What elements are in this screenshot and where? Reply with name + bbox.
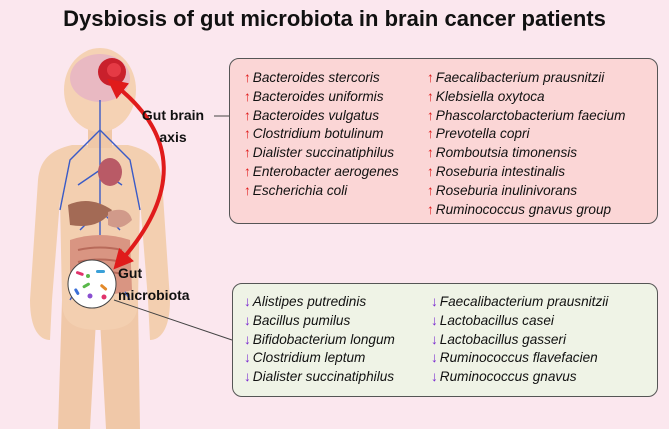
increased-taxon-item: ↑Clostridium botulinum	[244, 125, 399, 144]
up-arrow-icon: ↑	[244, 126, 251, 142]
brain-icon	[70, 54, 130, 102]
decreased-taxon-item: ↓Bacillus pumilus	[244, 312, 395, 331]
decreased-taxon-name: Alistipes putredinis	[252, 294, 367, 309]
increased-taxon-name: Dialister succinatiphilus	[252, 145, 395, 161]
increased-taxon-item: ↑Romboutsia timonensis	[427, 144, 625, 163]
decreased-taxon-name: Lactobacillus gasseri	[439, 331, 566, 347]
increased-taxon-name: Klebsiella oxytoca	[435, 88, 545, 104]
decreased-taxon-name: Bacillus pumilus	[252, 312, 351, 328]
increased-taxa-box: ↑Bacteroides stercoris↑Bacteroides unifo…	[229, 58, 658, 224]
decreased-taxon-name: Ruminococcus flavefacien	[439, 350, 598, 366]
increased-taxon-item: ↑Dialister succinatiphilus	[244, 144, 399, 163]
up-arrow-icon: ↑	[427, 145, 434, 161]
up-arrow-icon: ↑	[427, 201, 434, 217]
increased-taxon-item: ↑Roseburia intestinalis	[427, 163, 625, 182]
up-arrow-icon: ↑	[427, 182, 434, 198]
up-arrow-icon: ↑	[427, 163, 434, 179]
up-arrow-icon: ↑	[427, 88, 434, 104]
down-arrow-icon: ↓	[244, 294, 251, 309]
decreased-taxon-item: ↓Lactobacillus casei	[431, 312, 608, 331]
decreased-taxon-item: ↓Ruminococcus flavefacien	[431, 349, 608, 368]
up-arrow-icon: ↑	[427, 126, 434, 142]
increased-taxon-item: ↑Prevotella copri	[427, 125, 625, 144]
increased-taxon-item: ↑Escherichia coli	[244, 182, 399, 201]
down-arrow-icon: ↓	[431, 369, 438, 385]
increased-taxon-name: Romboutsia timonensis	[435, 145, 578, 161]
increased-taxa-right-column: ↑Faecalibacterium prausnitzii↑Klebsiella…	[427, 69, 625, 219]
increased-taxon-item: ↑Klebsiella oxytoca	[427, 88, 625, 107]
decreased-taxon-item: ↓Ruminococcus gnavus	[431, 368, 608, 387]
up-arrow-icon: ↑	[244, 88, 251, 104]
increased-taxon-name: Prevotella copri	[435, 126, 530, 142]
increased-taxon-item: ↑Faecalibacterium prausnitzii	[427, 69, 625, 88]
gut-microbiota-label: Gut microbiota	[118, 265, 190, 303]
decreased-taxa-right-column: ↓Faecalibacterium prausnitzii↓Lactobacil…	[431, 293, 608, 387]
increased-taxon-name: Clostridium botulinum	[252, 126, 384, 142]
decreased-taxa-left-column: ↓Alistipes putredinis↓Bacillus pumilus↓B…	[244, 293, 395, 387]
decreased-taxon-name: Bifidobacterium longum	[252, 331, 395, 347]
up-arrow-icon: ↑	[244, 182, 251, 198]
down-arrow-icon: ↓	[431, 312, 438, 328]
decreased-taxon-item: ↓Dialister succinatiphilus	[244, 368, 395, 387]
decreased-taxon-name: Clostridium leptum	[252, 350, 366, 366]
increased-taxa-left-column: ↑Bacteroides stercoris↑Bacteroides unifo…	[244, 69, 399, 201]
up-arrow-icon: ↑	[427, 70, 434, 85]
down-arrow-icon: ↓	[431, 350, 438, 366]
decreased-taxon-item: ↓Lactobacillus gasseri	[431, 331, 608, 350]
increased-taxon-name: Roseburia inulinivorans	[435, 182, 578, 198]
up-arrow-icon: ↑	[244, 70, 251, 85]
increased-taxon-item: ↑Phascolarctobacterium faecium	[427, 107, 625, 126]
increased-taxon-name: Bacteroides vulgatus	[252, 107, 379, 123]
increased-taxon-name: Bacteroides uniformis	[252, 88, 384, 104]
page-title: Dysbiosis of gut microbiota in brain can…	[63, 6, 606, 31]
decreased-taxon-item: ↓Faecalibacterium prausnitzii	[431, 293, 608, 312]
up-arrow-icon: ↑	[244, 107, 251, 123]
down-arrow-icon: ↓	[244, 350, 251, 366]
increased-taxon-item: ↑Bacteroides vulgatus	[244, 107, 399, 126]
decreased-taxon-item: ↓Bifidobacterium longum	[244, 331, 395, 350]
decreased-taxon-name: Faecalibacterium prausnitzii	[439, 294, 609, 309]
increased-taxon-name: Roseburia intestinalis	[435, 163, 566, 179]
increased-taxon-item: ↑Enterobacter aerogenes	[244, 163, 399, 182]
increased-taxon-name: Faecalibacterium prausnitzii	[435, 70, 605, 85]
increased-taxon-name: Bacteroides stercoris	[252, 70, 380, 85]
decreased-taxon-name: Lactobacillus casei	[439, 312, 554, 328]
decreased-taxon-item: ↓Clostridium leptum	[244, 349, 395, 368]
increased-taxon-name: Enterobacter aerogenes	[252, 163, 399, 179]
decreased-taxon-name: Dialister succinatiphilus	[252, 369, 395, 385]
increased-taxon-name: Phascolarctobacterium faecium	[435, 107, 626, 123]
gut-brain-axis-label: Gut brain axis	[141, 107, 205, 145]
up-arrow-icon: ↑	[244, 163, 251, 179]
increased-taxon-name: Escherichia coli	[252, 182, 348, 198]
decreased-taxon-name: Ruminococcus gnavus	[439, 369, 577, 385]
increased-taxon-item: ↑Roseburia inulinivorans	[427, 182, 625, 201]
decreased-pointer-line	[113, 299, 233, 341]
increased-taxon-name: Ruminococcus gnavus group	[435, 201, 612, 217]
up-arrow-icon: ↑	[244, 145, 251, 161]
down-arrow-icon: ↓	[244, 331, 251, 347]
up-arrow-icon: ↑	[427, 107, 434, 123]
increased-taxon-item: ↑Bacteroides uniformis	[244, 88, 399, 107]
gut-brain-axis-arrow	[107, 78, 166, 270]
increased-taxon-item: ↑Bacteroides stercoris	[244, 69, 399, 88]
down-arrow-icon: ↓	[244, 369, 251, 385]
down-arrow-icon: ↓	[244, 312, 251, 328]
increased-taxon-item: ↑Ruminococcus gnavus group	[427, 201, 625, 220]
down-arrow-icon: ↓	[431, 294, 438, 309]
decreased-taxon-item: ↓Alistipes putredinis	[244, 293, 395, 312]
microbiota-icon	[67, 259, 117, 309]
down-arrow-icon: ↓	[431, 331, 438, 347]
decreased-taxa-box: ↓Alistipes putredinis↓Bacillus pumilus↓B…	[232, 283, 658, 397]
